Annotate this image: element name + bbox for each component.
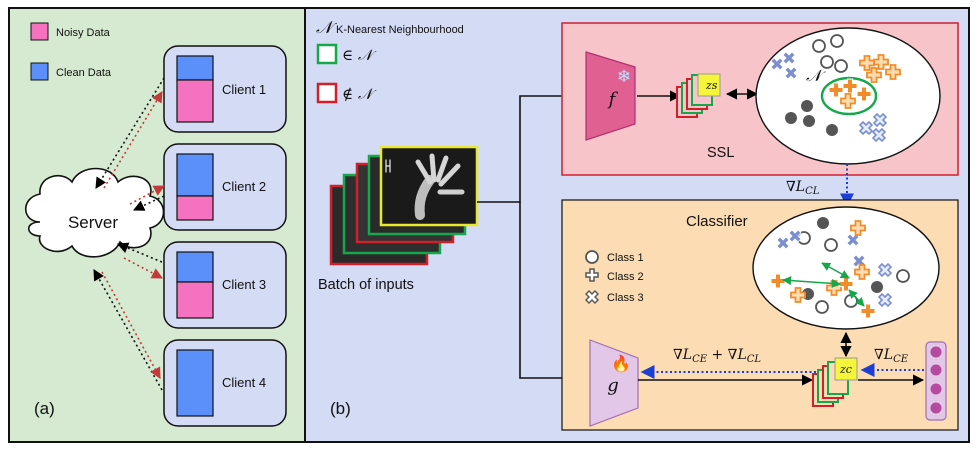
grad-cl-label: ∇LCL: [786, 179, 820, 197]
server-label: Server: [68, 213, 118, 232]
output-logits: [925, 341, 947, 421]
hand-xray-image: [385, 153, 465, 220]
client-3: [163, 241, 287, 329]
client-2-label: Client 2: [222, 179, 266, 194]
legend-notin-label: ∉ 𝒩: [342, 85, 377, 103]
class-2-marker: [585, 268, 599, 282]
ssl-label: SSL: [707, 145, 734, 161]
snowflake-icon: ❄: [617, 67, 631, 86]
fire-icon: 🔥: [611, 354, 631, 373]
grad-combined-label: ∇LCE + ∇LCL: [673, 347, 761, 365]
legend-in-swatch: [316, 43, 338, 65]
class-3-label: Class 3: [607, 292, 644, 304]
class-2-label: Class 2: [607, 271, 644, 283]
client-2: [163, 143, 287, 231]
encoder-f: [585, 51, 636, 141]
client-1: [163, 45, 287, 133]
client-4-label: Client 4: [222, 375, 266, 390]
input-batch-stack: [329, 145, 479, 266]
zc-label: zc: [839, 363, 852, 376]
zs-label: zs: [705, 79, 718, 92]
panel-a-tag: (a): [34, 399, 55, 418]
panel-b-tag: (b): [330, 399, 351, 418]
client-1-label: Client 1: [222, 82, 266, 97]
classifier-label: Classifier: [686, 213, 748, 230]
client-4: [163, 339, 287, 427]
class-3-marker: [585, 290, 599, 304]
grad-ce-label: ∇LCE: [874, 347, 909, 365]
ssl-points: [770, 34, 901, 142]
ssl-n-label: 𝒩: [806, 66, 826, 85]
zc-stack: [812, 357, 858, 407]
legend-knn-text: K-Nearest Neighbourhood: [336, 24, 464, 36]
legend-clean-label: Clean Data: [56, 67, 112, 79]
batch-label: Batch of inputs: [318, 277, 414, 293]
class-1-label: Class 1: [607, 252, 644, 264]
encoder-g-label: g: [607, 375, 619, 396]
legend-noisy-swatch: [30, 22, 49, 41]
communication-arrows: [93, 77, 165, 391]
encoder-g: [589, 339, 639, 427]
class-1-marker: [585, 250, 599, 264]
knn-neighbourhood-ring: [820, 76, 878, 116]
legend-in-label: ∈ 𝒩: [342, 46, 377, 64]
classifier-pull-arrows: [782, 262, 865, 307]
client-3-label: Client 3: [222, 277, 266, 292]
legend-notin-swatch: [316, 82, 338, 104]
legend-noisy-label: Noisy Data: [56, 27, 111, 39]
legend-clean-swatch: [30, 62, 49, 81]
zs-stack: [676, 73, 721, 118]
classifier-embedding-space: [752, 206, 940, 330]
